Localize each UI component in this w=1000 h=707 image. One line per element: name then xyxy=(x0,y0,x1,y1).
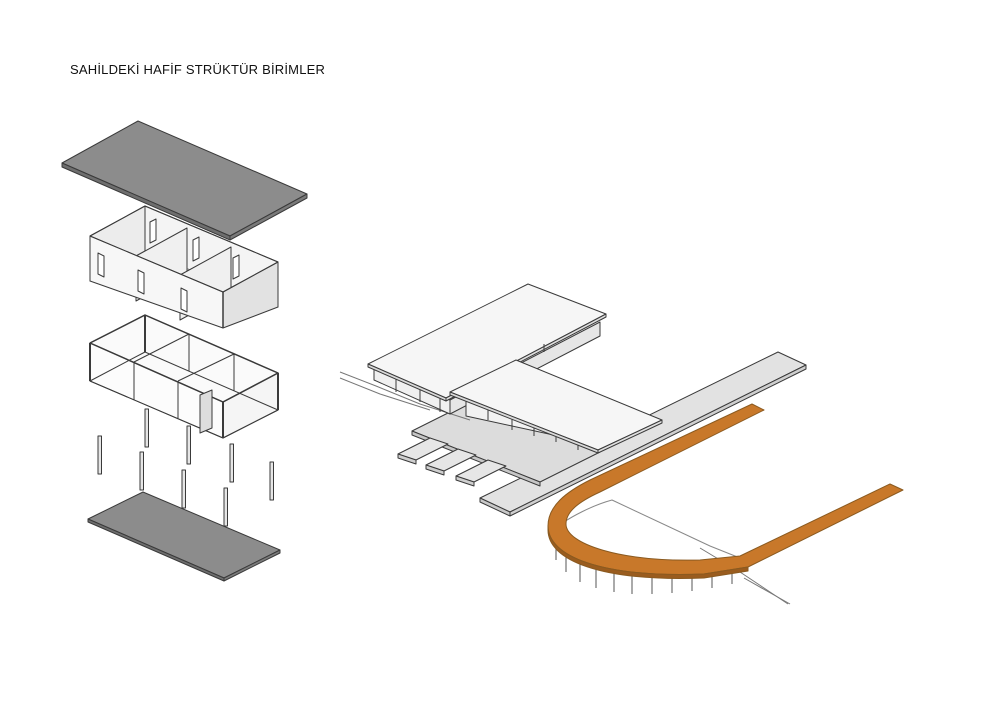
site-axonometric xyxy=(339,283,904,605)
exploded-unit xyxy=(61,120,308,582)
boardwalk-deck xyxy=(547,403,904,575)
columns xyxy=(97,408,274,527)
base-slab xyxy=(87,491,281,582)
building-wing-2 xyxy=(449,359,663,454)
roof-slab xyxy=(61,120,308,241)
frame-module xyxy=(89,314,279,439)
boardwalk xyxy=(547,403,904,594)
diagram-title: SAHİLDEKİ HAFİF STRÜKTÜR BİRİMLER xyxy=(70,62,326,77)
pier-steps xyxy=(397,437,507,487)
wall-module xyxy=(89,205,279,329)
